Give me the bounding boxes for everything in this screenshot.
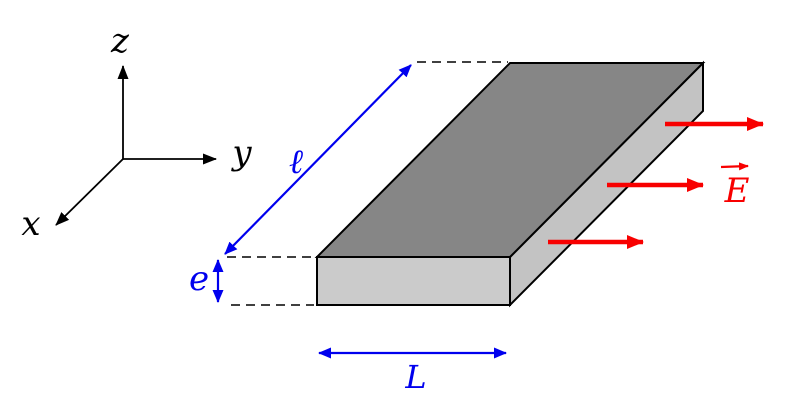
dimension-annotations: ℓ e L	[189, 64, 507, 396]
thickness-dimension-label: e	[189, 259, 209, 299]
vector-hat-arrow	[720, 162, 749, 171]
x-axis	[55, 158, 124, 226]
length-dimension-arrow	[224, 64, 412, 255]
slab-front-face	[316, 256, 511, 306]
y-axis-label: y	[230, 133, 252, 173]
z-axis-label: z	[110, 21, 130, 61]
coordinate-axes: z y x	[21, 21, 252, 244]
width-dimension-label: L	[404, 358, 426, 396]
field-label: E	[724, 171, 750, 211]
x-axis-label: x	[21, 204, 40, 244]
slab	[314, 60, 706, 308]
field-vector-label: E	[720, 162, 750, 211]
field-arrows: E	[548, 117, 764, 249]
construction-lines	[227, 61, 508, 306]
length-dimension-label: ℓ	[289, 142, 303, 182]
